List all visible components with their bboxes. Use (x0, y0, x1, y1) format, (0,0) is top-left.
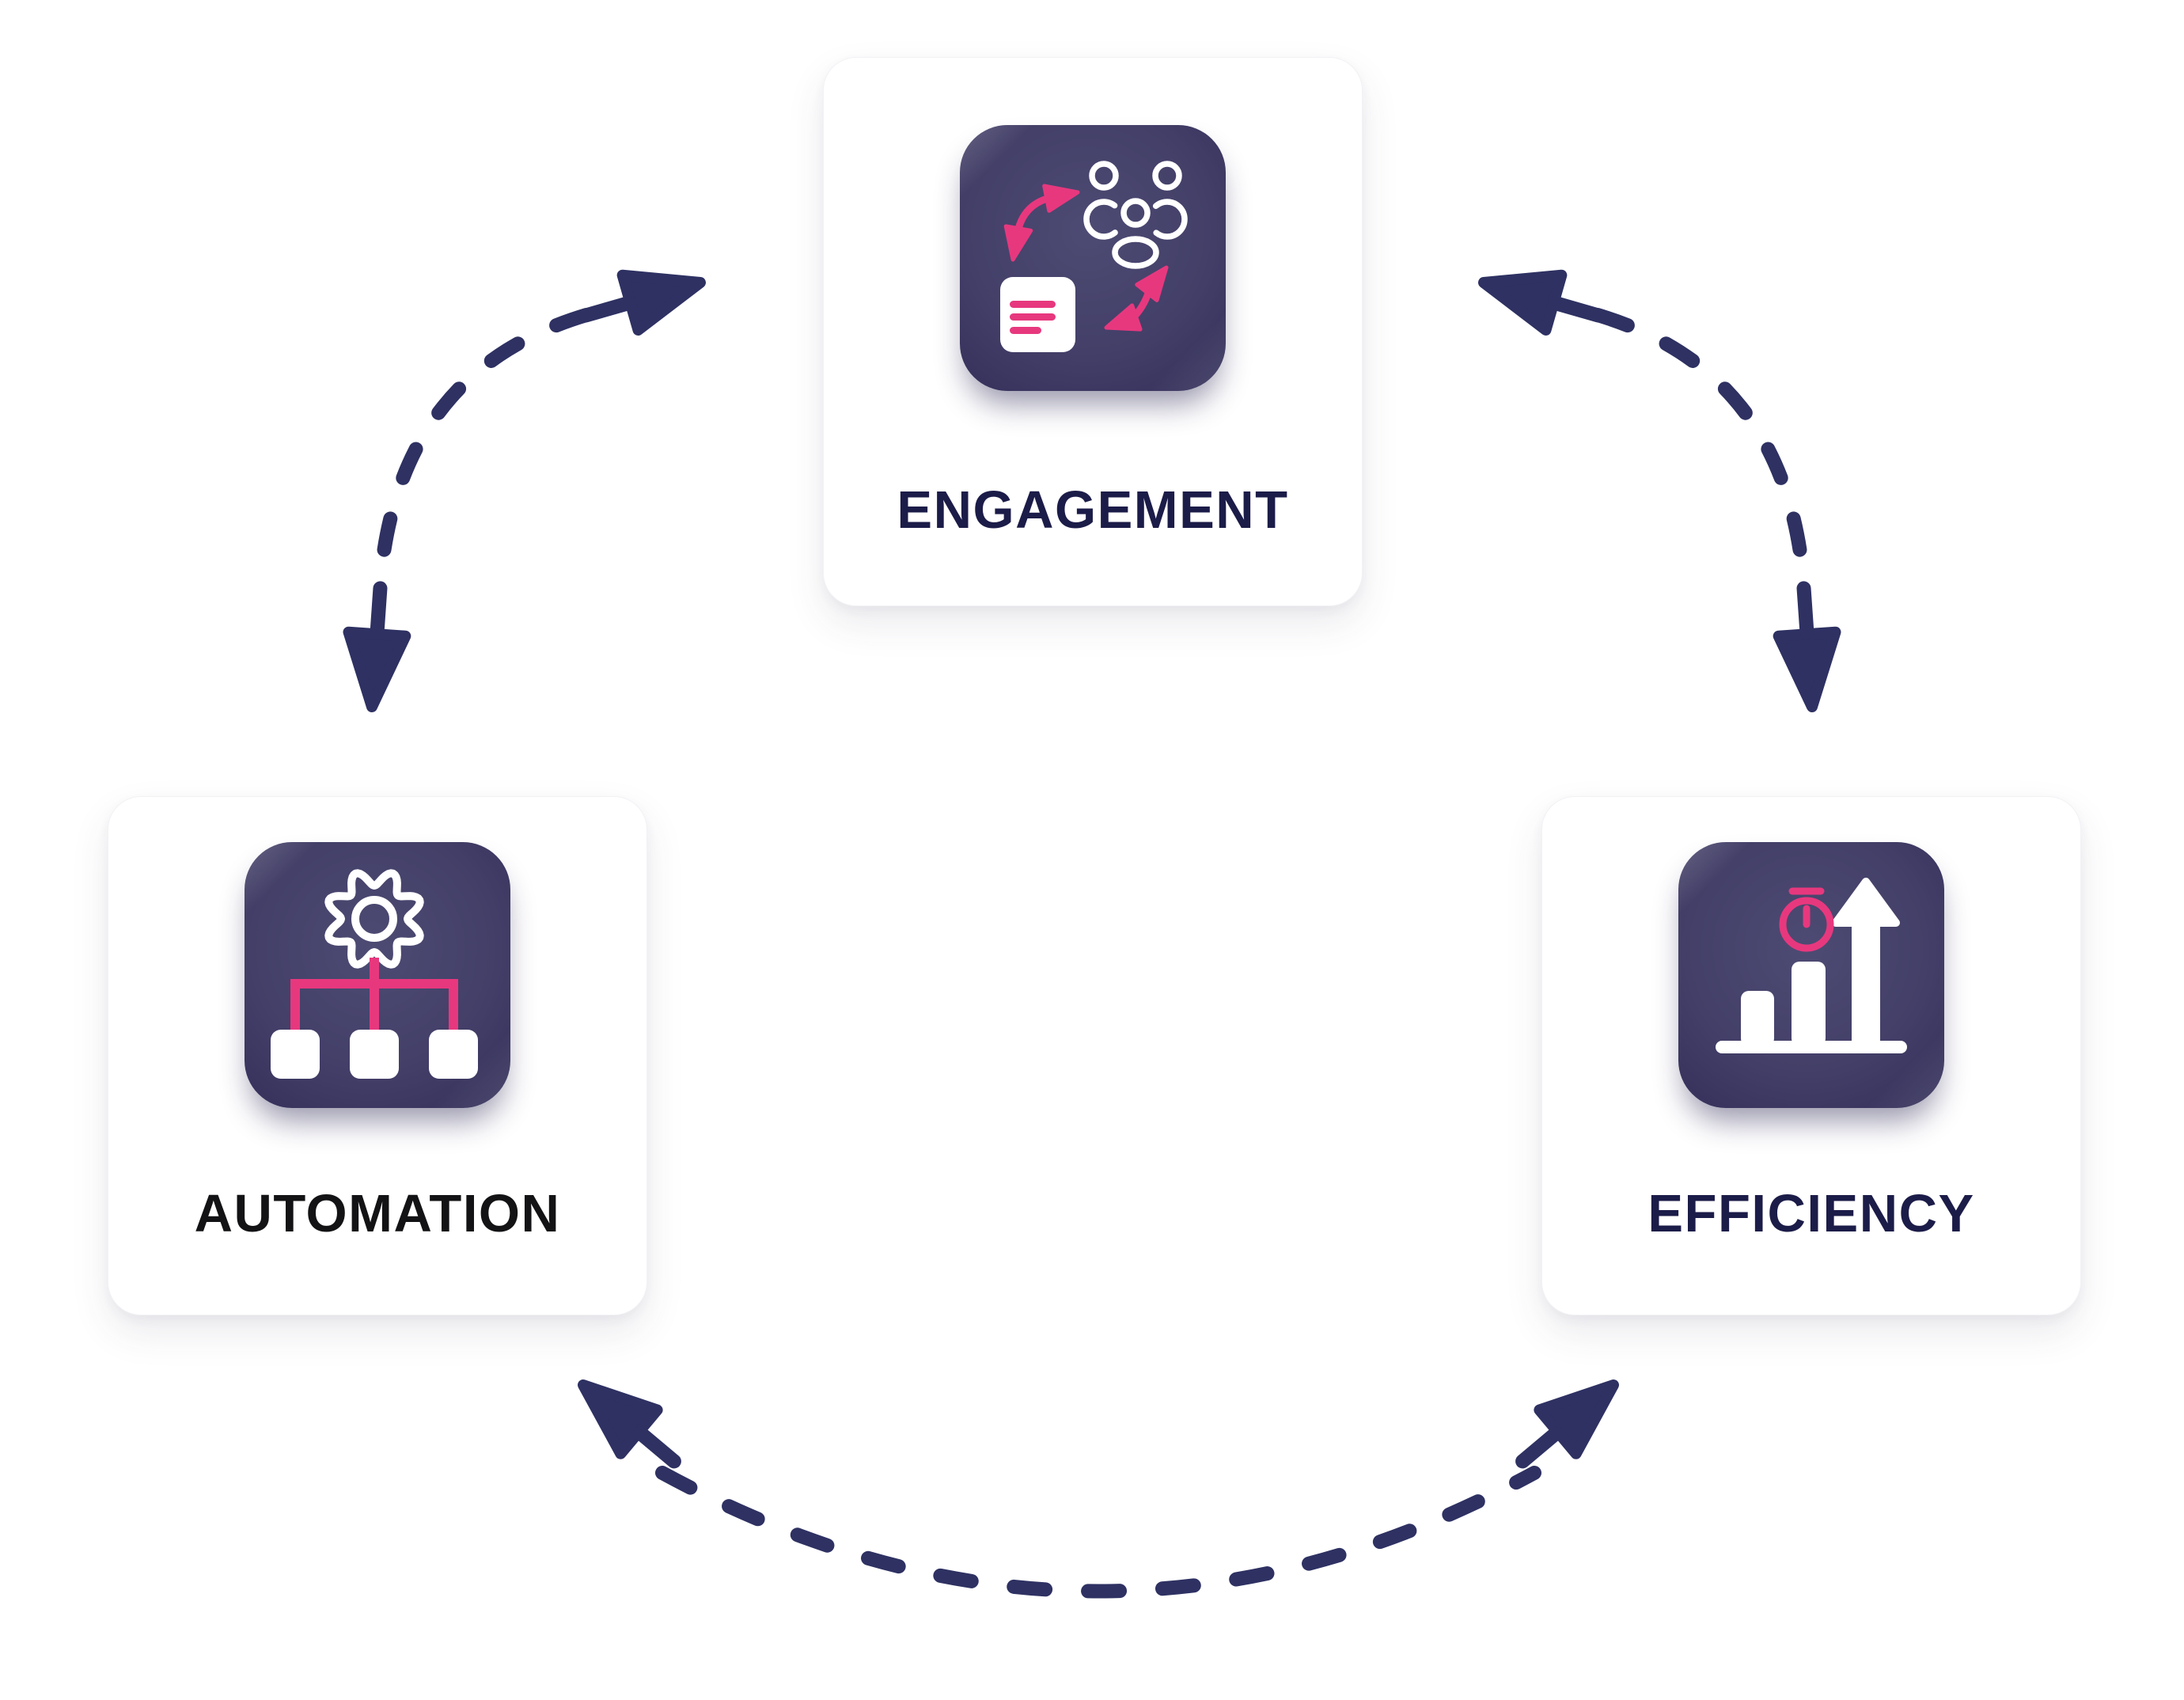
card-engagement: ENGAGEMENT (823, 57, 1363, 606)
arrowhead-up-icon (578, 255, 708, 343)
efficiency-tile (1678, 842, 1944, 1108)
automation-engagement-arrow (343, 255, 708, 708)
automation-efficiency-arrow (565, 1363, 1632, 1599)
stopwatch-icon (1779, 887, 1834, 952)
engagement-efficiency-arrow (1476, 255, 1841, 708)
arrowhead-right-icon (1504, 1363, 1632, 1483)
gear-workflow-icon (271, 869, 478, 1079)
card-label-efficiency: EFFICIENCY (1647, 1184, 1975, 1243)
arrowhead-up-icon (1476, 255, 1606, 343)
arrowhead-down-icon (343, 586, 408, 709)
arrowhead-left-icon (565, 1363, 692, 1483)
exchange-arrow-icon (1000, 180, 1080, 261)
up-arrow-icon (1832, 878, 1900, 1046)
document-icon (1000, 277, 1075, 352)
arrowhead-down-icon (1776, 586, 1841, 709)
engagement-tile (960, 125, 1226, 391)
gear-icon (324, 869, 424, 969)
card-label-engagement: ENGAGEMENT (897, 480, 1289, 540)
hierarchy-lines (290, 958, 458, 1032)
growth-stopwatch-icon (1716, 878, 1907, 1053)
bar-chart-icon (1716, 962, 1907, 1053)
dashed-arc (373, 308, 593, 595)
card-automation: AUTOMATION (108, 796, 647, 1315)
card-efficiency: EFFICIENCY (1541, 796, 2081, 1315)
people-collaboration-icon (960, 161, 1188, 352)
card-label-automation: AUTOMATION (194, 1184, 561, 1243)
workflow-nodes (271, 1030, 478, 1079)
dashed-arc (655, 1466, 1541, 1599)
automation-tile (245, 842, 510, 1108)
exchange-arrow-icon (1102, 260, 1177, 340)
dashed-arc (1591, 308, 1811, 595)
people-group-icon (1083, 161, 1188, 269)
